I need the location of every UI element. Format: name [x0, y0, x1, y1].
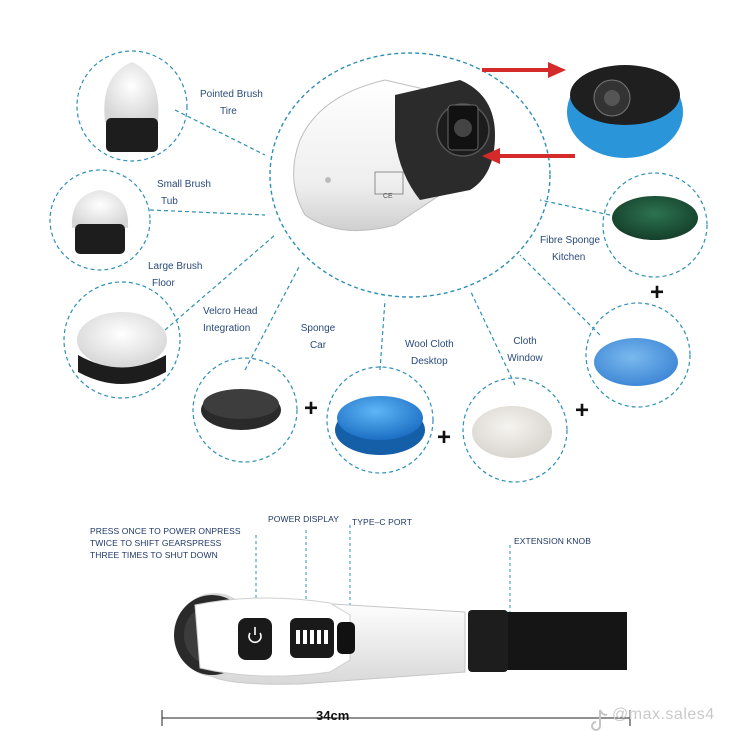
battery-bar [317, 630, 321, 644]
power-icon [248, 627, 262, 644]
velcro-head-image [192, 357, 298, 463]
length-dimension-label: 34cm [316, 708, 350, 723]
type-c-port-label: TYPE–C PORT [352, 517, 412, 527]
watermark: @max.sales4 [612, 706, 715, 723]
power-display-label: POWER DISPLAY [268, 514, 340, 524]
wool-cloth-image [462, 377, 568, 483]
head-detail [567, 65, 683, 158]
pointed-brush-image [76, 50, 188, 162]
svg-text:+: + [437, 424, 451, 451]
connector-lines [149, 109, 611, 386]
battery-bar [324, 630, 328, 644]
battery-bar [296, 630, 300, 644]
cloth-label: Cloth Window [507, 336, 543, 364]
wool-cloth-label: Wool Cloth Desktop [405, 339, 454, 367]
device-body [174, 593, 627, 685]
fibre-sponge-label: Fibre Sponge Kitchen [540, 235, 601, 263]
arrow-left-icon [482, 148, 575, 164]
sponge-image [326, 366, 434, 474]
power-button-caption: PRESS ONCE TO POWER ONPRESS TWICE TO SHI… [90, 526, 241, 560]
battery-level-indicator [296, 630, 328, 644]
svg-text:+: + [575, 397, 589, 424]
plus-icon: + + + + [304, 279, 664, 451]
sponge-label: Sponge Car [300, 323, 336, 351]
svg-text:+: + [650, 279, 664, 306]
cloth-image [585, 302, 691, 408]
svg-text:+: + [304, 395, 318, 422]
tiktok-icon [591, 709, 608, 731]
velcro-head-label: Velcro Head Integration [203, 306, 258, 334]
fibre-sponge-image [602, 172, 708, 278]
device-guide-lines [255, 525, 511, 625]
svg-text:CE: CE [383, 193, 393, 200]
small-brush-label: Small Brush Tub [157, 179, 211, 207]
battery-bar [310, 630, 314, 644]
battery-bar [303, 630, 307, 644]
extension-knob-label: EXTENSION KNOB [514, 536, 591, 546]
dimension-line [161, 710, 631, 726]
large-brush-label: Large Brush Floor [148, 261, 203, 289]
main-unit-closeup: CE [269, 52, 551, 298]
pointed-brush-label: Pointed Brush Tire [200, 89, 263, 117]
large-brush-image [63, 281, 181, 399]
small-brush-image [49, 169, 151, 271]
arrow-right-icon [482, 62, 566, 78]
